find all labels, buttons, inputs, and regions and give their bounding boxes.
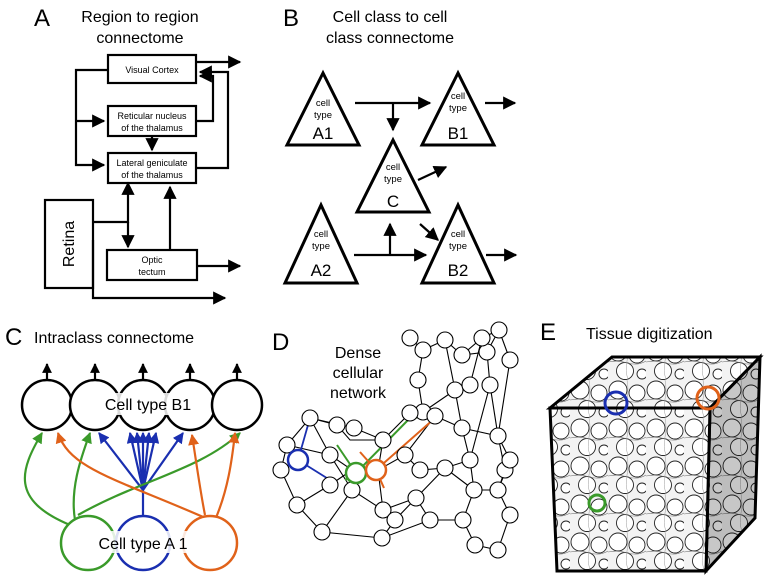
panel-c-top-label: Cell type B1 <box>105 397 191 414</box>
panel-c-title: Intraclass connectome <box>34 330 194 347</box>
panel-d-title-line1: Dense <box>335 345 381 362</box>
cell-a1-word2: type <box>314 110 332 121</box>
panel-d-title-line3: network <box>330 385 387 402</box>
cell-a2-word1: cell <box>314 229 328 240</box>
retina-label: Retina <box>61 221 78 267</box>
panel-d-nodes <box>272 321 519 559</box>
panel-c-letter: C <box>5 324 22 351</box>
tissue-cube <box>545 353 764 575</box>
panel-b: B Cell class to cell class connectome ce… <box>282 5 518 285</box>
cell-b2-word2: type <box>449 241 467 252</box>
panel-c-bottom-label-bg <box>86 531 198 553</box>
visual-cortex-label: Visual Cortex <box>125 65 179 75</box>
panel-d-highlighted-nodes <box>286 448 388 485</box>
cube-front-face <box>548 406 712 573</box>
cell-b2-label: B2 <box>448 261 469 280</box>
cell-b1-word2: type <box>449 103 467 114</box>
panel-b-title-line2: class connectome <box>326 30 454 47</box>
panel-b-title-line1: Cell class to cell <box>333 9 448 26</box>
cell-c-triangle <box>354 136 432 214</box>
cell-a1-word1: cell <box>316 98 330 109</box>
lgn-box <box>106 151 198 185</box>
panel-c-projections <box>23 431 241 527</box>
panel-c-bottom-label: Cell type A 1 <box>99 536 188 553</box>
cube-right-shade <box>706 357 760 571</box>
reticular-label-line1: Reticular nucleus <box>117 111 187 121</box>
cell-c-word1: cell <box>386 162 400 173</box>
cell-b2-triangle <box>419 201 497 285</box>
reticular-label-line2: of the thalamus <box>121 123 183 133</box>
cube-blue-cell <box>603 390 629 416</box>
panel-e-title: Tissue digitization <box>586 326 713 343</box>
panel-b-connections <box>354 96 518 262</box>
panel-d-title-line2: cellular <box>333 365 384 382</box>
panel-d-letter: D <box>272 329 289 356</box>
cell-a1-triangle <box>284 69 362 147</box>
cell-b1-triangle <box>419 69 497 147</box>
cell-b1-label: B1 <box>448 124 469 143</box>
cell-c-label: C <box>387 192 399 211</box>
cell-c-word2: type <box>384 174 402 185</box>
cell-a2-triangle <box>282 201 360 285</box>
lgn-label-line2: of the thalamus <box>121 170 183 180</box>
cell-a2-label: A2 <box>311 261 332 280</box>
optic-tectum-label-line2: tectum <box>138 267 165 277</box>
optic-tectum-label-line1: Optic <box>141 255 163 265</box>
panel-a-connections <box>74 55 242 305</box>
cube-green-cell <box>587 493 607 513</box>
panel-a-title-line2: connectome <box>96 30 183 47</box>
cube-orange-cell <box>695 385 721 411</box>
optic-tectum-box <box>105 248 199 282</box>
panel-a-title-line1: Region to region <box>81 9 198 26</box>
panel-c: C Intraclass connectome <box>5 324 264 572</box>
cell-a2-word2: type <box>312 241 330 252</box>
cell-a1-label: A1 <box>313 124 334 143</box>
panel-e-letter: E <box>540 319 556 346</box>
lgn-label-line1: Lateral geniculate <box>116 158 187 168</box>
panel-a: A Region to region connectome Visual Cor… <box>34 5 242 305</box>
panel-a-letter: A <box>34 5 50 32</box>
cell-b2-word1: cell <box>451 229 465 240</box>
panel-b-letter: B <box>283 5 299 32</box>
panel-d: D Dense cellular network <box>272 321 519 559</box>
cell-b1-word1: cell <box>451 91 465 102</box>
panel-c-top-label-bg <box>96 393 200 415</box>
panel-e: E Tissue digitization <box>540 319 764 575</box>
